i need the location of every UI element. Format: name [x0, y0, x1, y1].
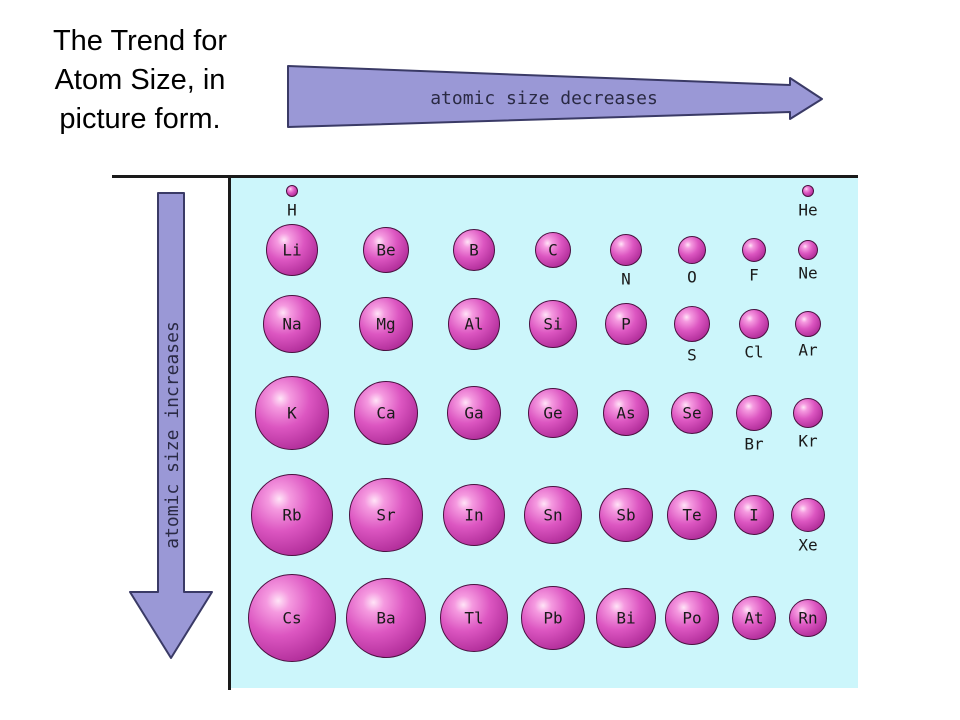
symbol-tl: Tl [464, 608, 484, 628]
atom-cl [739, 309, 769, 339]
symbol-n: N [621, 269, 631, 289]
vertical-arrow [129, 192, 213, 659]
symbol-i: I [749, 505, 759, 525]
atom-be [363, 227, 409, 273]
atom-kr [793, 398, 823, 428]
atom-ar [795, 311, 821, 337]
atom-rn [789, 599, 827, 637]
title-line-3: picture form. [59, 103, 221, 135]
symbol-ar: Ar [798, 340, 818, 360]
symbol-in: In [464, 505, 484, 525]
symbol-xe: Xe [798, 535, 818, 555]
symbol-rn: Rn [798, 608, 818, 628]
symbol-pb: Pb [543, 608, 563, 628]
symbol-se: Se [682, 403, 702, 423]
symbol-na: Na [282, 314, 302, 334]
atom-al [448, 298, 500, 350]
symbol-bi: Bi [616, 608, 636, 628]
title-line-1: The Trend for [52, 25, 228, 57]
symbol-cl: Cl [744, 342, 764, 362]
atom-bi [596, 588, 656, 648]
symbol-sb: Sb [616, 505, 636, 525]
atom-po [665, 591, 719, 645]
slide-title: The Trend for Atom Size, in picture form… [14, 22, 266, 139]
atom-k [255, 376, 329, 450]
symbol-rb: Rb [282, 505, 302, 525]
symbol-he: He [798, 200, 818, 220]
atom-o [678, 236, 706, 264]
symbol-sn: Sn [543, 505, 563, 525]
atom-sn [524, 486, 582, 544]
atom-c [535, 232, 571, 268]
table-left-border [228, 175, 231, 690]
atom-at [732, 596, 776, 640]
atom-f [742, 238, 766, 262]
atom-te [667, 490, 717, 540]
symbol-al: Al [464, 314, 484, 334]
horizontal-arrow-label: atomic size decreases [430, 88, 658, 109]
atom-p [605, 303, 647, 345]
atom-ge [528, 388, 578, 438]
symbol-p: P [621, 314, 631, 334]
atom-in [443, 484, 505, 546]
symbol-k: K [287, 403, 297, 423]
symbol-si: Si [543, 314, 563, 334]
symbol-at: At [744, 608, 764, 628]
horizontal-arrow [287, 65, 823, 128]
atom-pb [521, 586, 585, 650]
symbol-b: B [469, 240, 479, 260]
symbol-as: As [616, 403, 636, 423]
atom-ne [798, 240, 818, 260]
symbol-ba: Ba [376, 608, 396, 628]
atom-ba [346, 578, 426, 658]
atom-ca [354, 381, 418, 445]
atom-h [286, 185, 298, 197]
atom-sb [599, 488, 653, 542]
symbol-mg: Mg [376, 314, 396, 334]
symbol-f: F [749, 265, 759, 285]
atom-se [671, 392, 713, 434]
atom-si [529, 300, 577, 348]
symbol-br: Br [744, 434, 764, 454]
symbol-c: C [548, 240, 558, 260]
atom-b [453, 229, 495, 271]
symbol-s: S [687, 345, 697, 365]
atom-s [674, 306, 710, 342]
atom-mg [359, 297, 413, 351]
atom-na [263, 295, 321, 353]
atom-tl [440, 584, 508, 652]
symbol-ge: Ge [543, 403, 563, 423]
symbol-sr: Sr [376, 505, 396, 525]
symbol-te: Te [682, 505, 702, 525]
atom-br [736, 395, 772, 431]
vertical-arrow-label: atomic size increases [162, 321, 183, 549]
symbol-cs: Cs [282, 608, 302, 628]
atom-he [802, 185, 814, 197]
symbol-ga: Ga [464, 403, 484, 423]
atom-li [266, 224, 318, 276]
atom-sr [349, 478, 423, 552]
symbol-o: O [687, 267, 697, 287]
atom-i [734, 495, 774, 535]
atom-rb [251, 474, 333, 556]
atom-ga [447, 386, 501, 440]
symbol-ca: Ca [376, 403, 396, 423]
symbol-h: H [287, 200, 297, 220]
table-top-border [112, 175, 858, 178]
atom-as [603, 390, 649, 436]
symbol-ne: Ne [798, 263, 818, 283]
atom-cs [248, 574, 336, 662]
symbol-kr: Kr [798, 431, 818, 451]
atom-xe [791, 498, 825, 532]
symbol-li: Li [282, 240, 302, 260]
title-line-2: Atom Size, in [54, 64, 226, 96]
symbol-be: Be [376, 240, 396, 260]
atom-n [610, 234, 642, 266]
symbol-po: Po [682, 608, 702, 628]
